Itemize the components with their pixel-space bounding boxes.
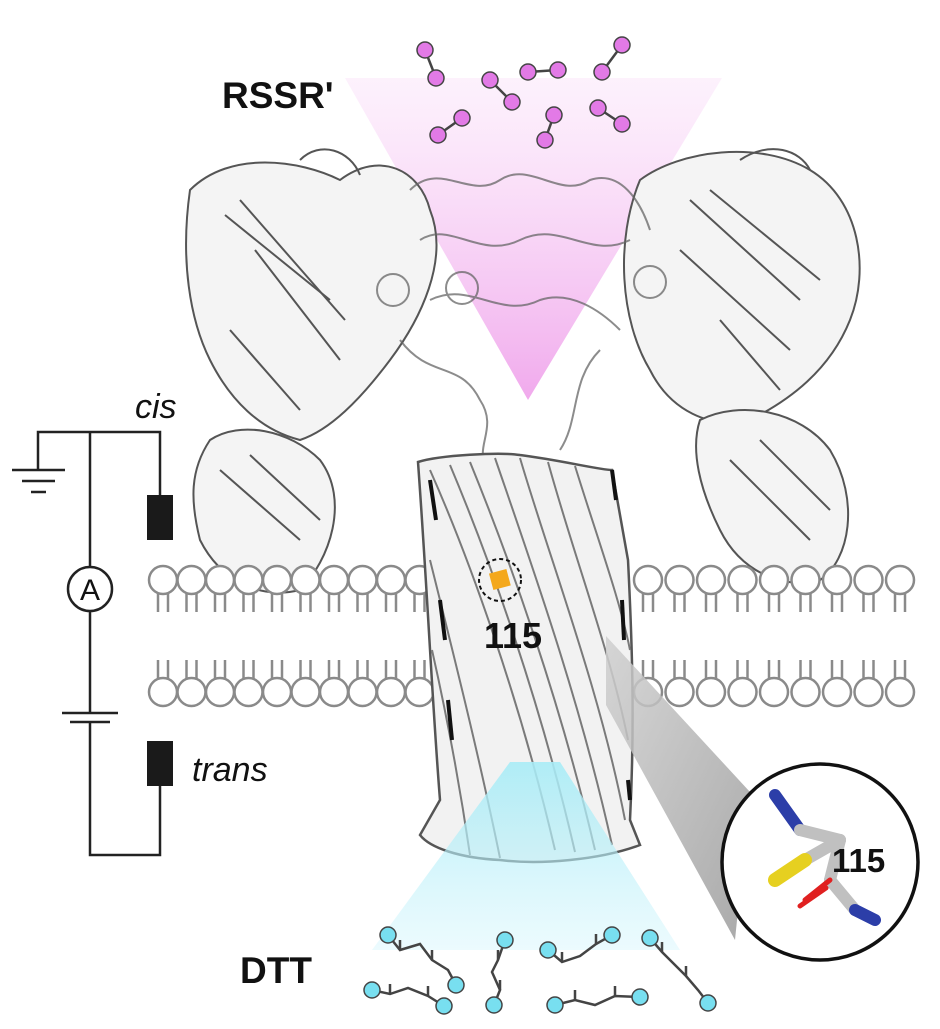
cysteine-marker	[488, 568, 511, 591]
dtt-molecule	[539, 926, 621, 964]
lipid-head	[632, 564, 664, 596]
lipid-head	[695, 676, 727, 708]
lipid-head	[290, 676, 321, 708]
lipid-head	[204, 676, 236, 708]
lipid-head	[147, 564, 179, 596]
rssr-molecule	[416, 41, 445, 87]
lipid-head	[261, 564, 293, 596]
lipid-head	[853, 564, 884, 596]
lipid-head	[233, 564, 264, 596]
lipid-head	[375, 564, 407, 596]
lipid-head	[664, 676, 695, 708]
beta-barrel-stem	[416, 452, 642, 864]
rssr-molecule	[429, 109, 471, 144]
electrical-circuit	[12, 430, 162, 857]
ammeter	[66, 565, 114, 613]
lipid-head	[318, 676, 350, 708]
lipid-head	[176, 676, 207, 708]
lipid-head	[147, 676, 179, 708]
dtt-molecule	[546, 986, 649, 1014]
lipid-head	[790, 564, 821, 596]
lipid-head	[347, 676, 378, 708]
residue-115-ring	[478, 558, 522, 602]
lipid-head	[318, 564, 350, 596]
trans-label: trans	[192, 751, 268, 789]
dtt-cone	[372, 762, 680, 950]
trans-electrode	[147, 741, 173, 786]
rssr-molecule	[593, 36, 631, 81]
cis-electrode	[147, 495, 173, 540]
lipid-head	[375, 676, 407, 708]
lipid-head	[727, 564, 758, 596]
lipid-head	[347, 564, 378, 596]
ammeter-label: A	[80, 574, 100, 607]
lipid-bilayer	[147, 564, 916, 708]
residue-115-label: 115	[484, 615, 542, 656]
lipid-head	[695, 564, 727, 596]
lipid-head	[261, 676, 293, 708]
lipid-head	[290, 564, 321, 596]
rssr-label: RSSR'	[222, 75, 334, 116]
lipid-head	[176, 564, 207, 596]
dtt-molecule	[485, 931, 514, 1014]
lipid-head	[758, 564, 790, 596]
protein-cap-left	[185, 148, 438, 594]
lipid-head	[884, 676, 916, 708]
dtt-molecule	[641, 929, 717, 1012]
lipid-head	[821, 676, 853, 708]
zoom-wedge	[606, 636, 750, 940]
dtt-molecule	[379, 926, 465, 994]
lipid-head	[853, 676, 884, 708]
lipid-head	[790, 676, 821, 708]
cis-label: cis	[135, 388, 177, 426]
dtt-molecules	[363, 926, 717, 1015]
rssr-molecules	[416, 36, 631, 149]
rssr-molecule	[519, 61, 567, 81]
protein-cap-right	[623, 148, 861, 584]
lipid-head	[404, 676, 435, 708]
cysteine-inset: 115	[720, 762, 920, 962]
rssr-molecule	[536, 106, 563, 149]
inset-residue-label: 115	[832, 842, 885, 879]
rssr-molecule	[589, 99, 631, 133]
lipid-head	[664, 564, 695, 596]
protein-cap-center	[376, 173, 667, 471]
dtt-molecule	[363, 981, 453, 1015]
lipid-head	[233, 676, 264, 708]
lipid-head	[758, 676, 790, 708]
lipid-head	[821, 564, 853, 596]
rssr-cone	[345, 78, 722, 400]
lipid-head	[884, 564, 916, 596]
dtt-label: DTT	[240, 950, 312, 991]
lipid-head	[727, 676, 758, 708]
lipid-head	[204, 564, 236, 596]
rssr-molecule	[481, 71, 521, 111]
